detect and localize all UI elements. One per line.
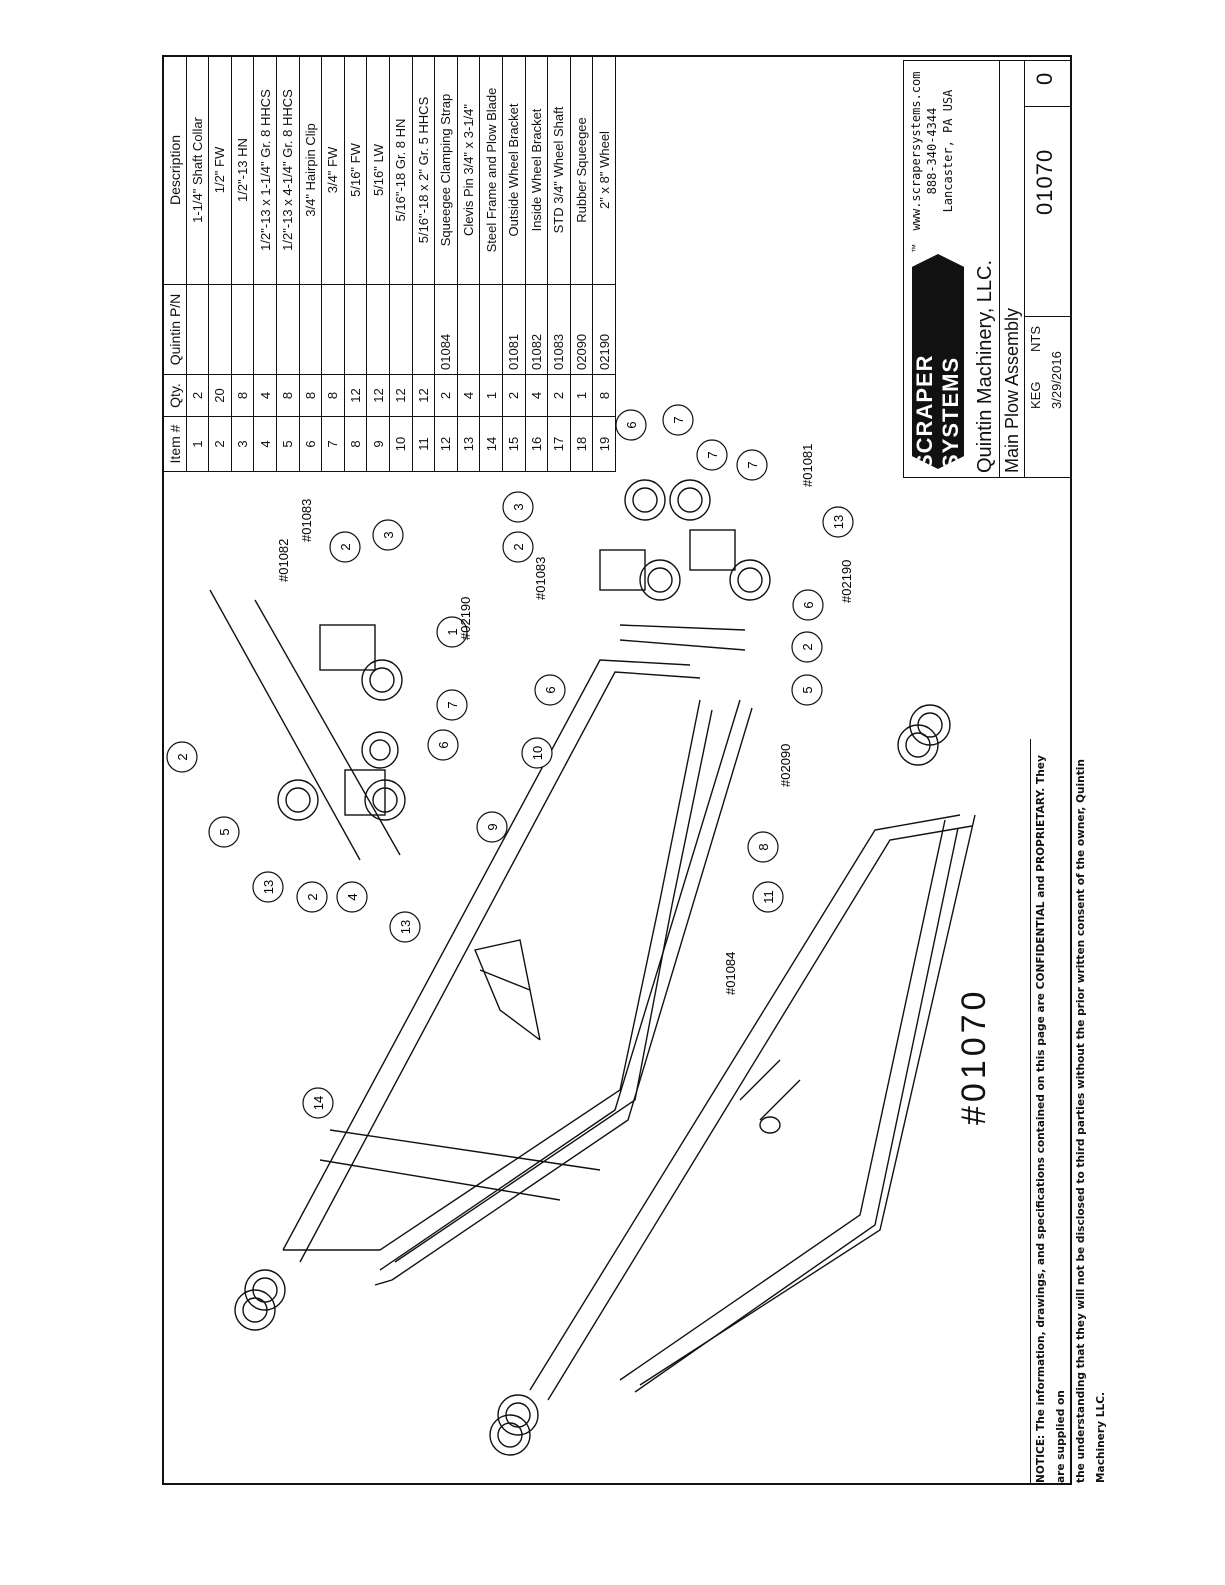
balloon: 3	[372, 519, 404, 551]
balloon: 6	[792, 589, 824, 621]
plow-frame-upper	[282, 659, 753, 1286]
balloon-label: 11	[761, 890, 776, 904]
logo-text: SCRAPER SYSTEMS	[912, 354, 963, 469]
balloon-label: 7	[671, 416, 686, 423]
contact-info: www.scrapersystems.com 888-340-4344 Lanc…	[908, 61, 956, 241]
balloon-label: 7	[705, 451, 720, 458]
phone-text: 888-340-4344	[925, 107, 939, 195]
balloon: 8	[747, 831, 779, 863]
balloon-label: 9	[485, 823, 500, 830]
balloons: 1 2 2 2 2 2 3 3 4 5 5 6 6 6 6 7 7 7 7 8 9 10 11 13 13 13 14	[166, 404, 854, 1119]
balloon-label: 6	[801, 601, 816, 608]
part-number: 01070	[1032, 148, 1057, 215]
notice-line-1: NOTICE: The information, drawings, and s…	[1035, 755, 1067, 1483]
balloon: 3	[502, 491, 534, 523]
balloon-label: 7	[445, 701, 460, 708]
website-text: www.scrapersystems.com	[909, 71, 923, 231]
balloon-label: 13	[831, 515, 846, 529]
balloon: 2	[166, 741, 198, 773]
trademark-mark: ™	[910, 244, 920, 253]
balloon: 2	[502, 531, 534, 563]
balloon-label: 6	[436, 741, 451, 748]
balloon: 13	[252, 871, 284, 903]
balloon-label: 3	[381, 531, 396, 538]
notice-line-2: the understanding that they will not be …	[1075, 759, 1107, 1483]
balloon: 5	[208, 816, 240, 848]
balloon: 6	[427, 729, 459, 761]
balloon: 6	[534, 674, 566, 706]
balloon-label: 6	[624, 421, 639, 428]
balloon: 11	[752, 881, 784, 913]
balloon: 1	[436, 616, 468, 648]
balloon: 13	[389, 911, 421, 943]
balloon-label: 2	[305, 893, 320, 900]
balloon: 5	[791, 674, 823, 706]
drawn-by: KEG	[1028, 381, 1043, 409]
title-block: SCRAPER SYSTEMS ™ www.scrapersystems.com…	[903, 60, 1072, 478]
location-text: Lancaster, PA USA	[941, 89, 955, 213]
balloon: 14	[302, 1087, 334, 1119]
balloon: 7	[696, 439, 728, 471]
balloon-label: 13	[261, 880, 276, 894]
date: 3/29/2016	[1049, 351, 1064, 409]
balloon-label: 1	[445, 628, 460, 635]
plow-frame-lower	[529, 814, 976, 1401]
balloon-label: 4	[345, 893, 360, 900]
balloon: 2	[296, 881, 328, 913]
part-callout: #01081	[800, 444, 815, 487]
balloon: 2	[329, 531, 361, 563]
balloon: 4	[336, 881, 368, 913]
balloon-label: 2	[175, 753, 190, 760]
balloon-label: 2	[800, 643, 815, 650]
part-callout: #02190	[458, 597, 473, 640]
balloon-label: 3	[511, 503, 526, 510]
company-name: Quintin Machinery, LLC.	[974, 259, 996, 473]
part-callout: #01083	[299, 499, 314, 542]
scale: NTS	[1028, 326, 1043, 352]
balloon-label: 5	[800, 686, 815, 693]
wheel-assemblies	[209, 479, 951, 1456]
assembly-number: #01070	[955, 987, 993, 1125]
part-callout: #01082	[276, 539, 291, 582]
balloon: 7	[436, 689, 468, 721]
balloon-label: 6	[543, 686, 558, 693]
balloon-label: 14	[311, 1096, 326, 1110]
part-callout: #01083	[533, 557, 548, 600]
revision: 0	[1032, 72, 1057, 85]
part-callout: #01084	[723, 952, 738, 995]
balloon-label: 8	[756, 843, 771, 850]
company-logo: SCRAPER SYSTEMS	[912, 254, 964, 469]
confidential-notice: NOTICE: The information, drawings, and s…	[1030, 739, 1107, 1483]
balloon: 9	[476, 811, 508, 843]
drawing-title: Main Plow Assembly	[1002, 307, 1022, 473]
balloon-label: 13	[398, 920, 413, 934]
balloon-label: 2	[511, 543, 526, 550]
balloon-label: 7	[745, 461, 760, 468]
balloon: 7	[662, 404, 694, 436]
balloon-label: 10	[530, 746, 545, 760]
part-number-callouts: #01082 #01083 #02190 #01083 #01081 #02190 #020…	[276, 444, 854, 995]
part-callout: #02090	[778, 744, 793, 787]
balloon: 2	[791, 631, 823, 663]
balloon-label: 5	[217, 828, 232, 835]
balloon: 10	[521, 737, 553, 769]
balloon-label: 2	[338, 543, 353, 550]
balloon: 13	[822, 506, 854, 538]
part-callout: #02190	[839, 560, 854, 603]
balloon: 7	[736, 449, 768, 481]
balloon: 6	[615, 409, 647, 441]
